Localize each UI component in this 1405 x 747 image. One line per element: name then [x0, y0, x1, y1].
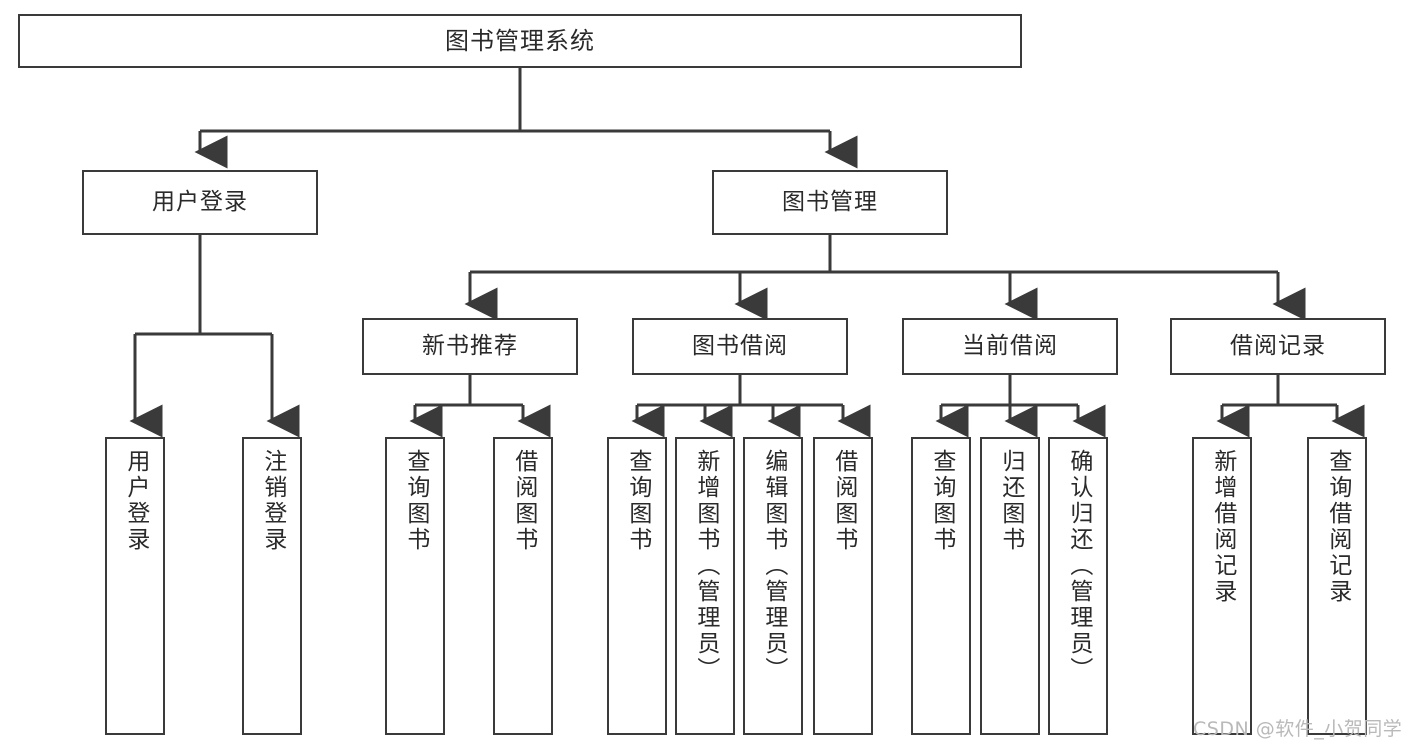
leaf-node-query-book-current[interactable]: 查询图书 [911, 437, 971, 735]
leaf-node-edit-book-admin[interactable]: 编辑图书（管理员） [743, 437, 803, 735]
node-label: 用户登录 [152, 188, 248, 215]
node-user-login[interactable]: 用户登录 [82, 170, 318, 235]
leaf-node-query-borrow-record[interactable]: 查询借阅记录 [1307, 437, 1367, 735]
node-label: 编辑图书（管理员） [760, 449, 787, 683]
leaf-node-confirm-return-admin[interactable]: 确认归还（管理员） [1048, 437, 1108, 735]
leaf-node-add-borrow-record[interactable]: 新增借阅记录 [1192, 437, 1252, 735]
node-label: 图书借阅 [692, 332, 788, 359]
node-label: 用户登录 [122, 449, 149, 553]
node-label: 查询图书 [402, 449, 429, 553]
node-label: 借阅图书 [830, 449, 857, 553]
node-borrow-record[interactable]: 借阅记录 [1170, 318, 1386, 375]
node-new-book-recommend[interactable]: 新书推荐 [362, 318, 578, 375]
node-label: 查询图书 [928, 449, 955, 553]
node-label: 借阅记录 [1230, 332, 1326, 359]
node-label: 图书管理 [782, 188, 878, 215]
leaf-node-user-login[interactable]: 用户登录 [105, 437, 165, 735]
node-label: 查询图书 [624, 449, 651, 553]
node-book-borrow[interactable]: 图书借阅 [632, 318, 848, 375]
node-label: 当前借阅 [962, 332, 1058, 359]
leaf-node-query-book-recommend[interactable]: 查询图书 [385, 437, 445, 735]
leaf-node-borrow-book-recommend[interactable]: 借阅图书 [493, 437, 553, 735]
node-label: 新增借阅记录 [1209, 449, 1236, 605]
node-current-borrow[interactable]: 当前借阅 [902, 318, 1118, 375]
node-label: 新书推荐 [422, 332, 518, 359]
node-book-management[interactable]: 图书管理 [712, 170, 948, 235]
csdn-watermark: CSDN @软件_小贺同学 [1193, 718, 1403, 740]
leaf-node-query-book-borrow[interactable]: 查询图书 [607, 437, 667, 735]
node-label: 查询借阅记录 [1324, 449, 1351, 605]
node-label: 图书管理系统 [445, 26, 595, 55]
leaf-node-logout[interactable]: 注销登录 [242, 437, 302, 735]
node-label: 新增图书（管理员） [692, 449, 719, 683]
leaf-node-add-book-admin[interactable]: 新增图书（管理员） [675, 437, 735, 735]
node-root-book-management-system[interactable]: 图书管理系统 [18, 14, 1022, 68]
leaf-node-borrow-book[interactable]: 借阅图书 [813, 437, 873, 735]
node-label: 借阅图书 [510, 449, 537, 553]
node-label: 确认归还（管理员） [1065, 449, 1092, 683]
node-label: 归还图书 [997, 449, 1024, 553]
node-label: 注销登录 [259, 449, 286, 553]
leaf-node-return-book[interactable]: 归还图书 [980, 437, 1040, 735]
